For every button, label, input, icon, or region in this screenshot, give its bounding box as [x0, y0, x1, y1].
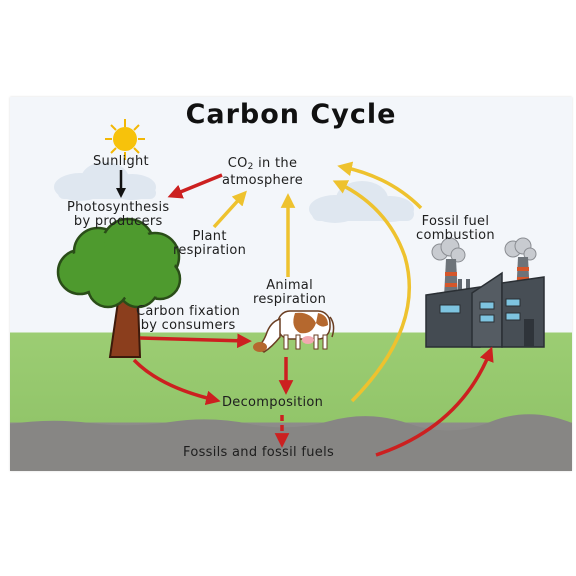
label-carbon-fixation: Carbon fixation by consumers — [136, 305, 240, 333]
label-plant-respiration: Plant respiration — [173, 230, 246, 258]
plant-respiration-line-2: respiration — [173, 243, 247, 258]
tree-to-decomposition-arrow — [132, 358, 221, 406]
cow-icon — [253, 310, 335, 353]
photosynthesis-line-1: Photosynthesis — [67, 200, 170, 215]
co2-formula: CO — [227, 156, 248, 171]
co2-subscript: 2 — [247, 162, 254, 172]
factory-icon — [425, 237, 545, 348]
co2-suffix: in the — [253, 156, 298, 171]
decomposition-text: Decomposition — [222, 395, 324, 410]
animal-respiration-line-1: Animal — [266, 278, 313, 293]
label-sunlight: Sunlight — [93, 155, 149, 169]
plant-respiration-arrow — [212, 190, 247, 229]
fossils-text: Fossils and fossil fuels — [183, 445, 335, 460]
fossil-combustion-line-1: Fossil fuel — [421, 214, 490, 229]
carbon-fixation-arrow — [139, 333, 252, 349]
co2-to-photosynthesis-arrow — [167, 173, 223, 199]
fossil-combustion-arrow — [337, 161, 423, 210]
carbon-cycle-diagram: Carbon Cycle Sunlight CO2 in the atmosph… — [10, 97, 572, 471]
fossils-to-factory-arrow — [375, 346, 494, 457]
animal-respiration-line-2: respiration — [253, 292, 327, 307]
red-arrows — [132, 173, 494, 457]
tree-icon — [56, 217, 182, 358]
label-animal-respiration: Animal respiration — [253, 279, 326, 307]
fossil-combustion-line-2: combustion — [416, 228, 495, 243]
photosynthesis-line-2: by producers — [73, 214, 163, 229]
carbon-fixation-line-2: by consumers — [140, 318, 236, 333]
label-sunlight-text: Sunlight — [93, 154, 149, 169]
sun-icon — [105, 119, 145, 160]
label-photosynthesis: Photosynthesis by producers — [67, 201, 169, 229]
carbon-fixation-line-1: Carbon fixation — [136, 304, 241, 319]
cloud-right — [309, 181, 414, 223]
diagram-title: Carbon Cycle — [185, 99, 397, 130]
label-decomposition: Decomposition — [222, 396, 323, 410]
label-fossil-fuel-combustion: Fossil fuel combustion — [416, 215, 495, 243]
soil-layer — [10, 414, 572, 471]
co2-line-2: atmosphere — [222, 173, 303, 188]
diagram-artwork — [10, 119, 572, 471]
yellow-arrows — [212, 161, 423, 403]
label-co2-atmosphere: CO2 in the atmosphere — [222, 157, 303, 188]
co2-line-1: CO2 in the — [222, 157, 303, 174]
plant-respiration-line-1: Plant — [192, 229, 227, 244]
label-fossils: Fossils and fossil fuels — [183, 446, 334, 460]
decomposition-co2-arrow — [332, 180, 412, 403]
